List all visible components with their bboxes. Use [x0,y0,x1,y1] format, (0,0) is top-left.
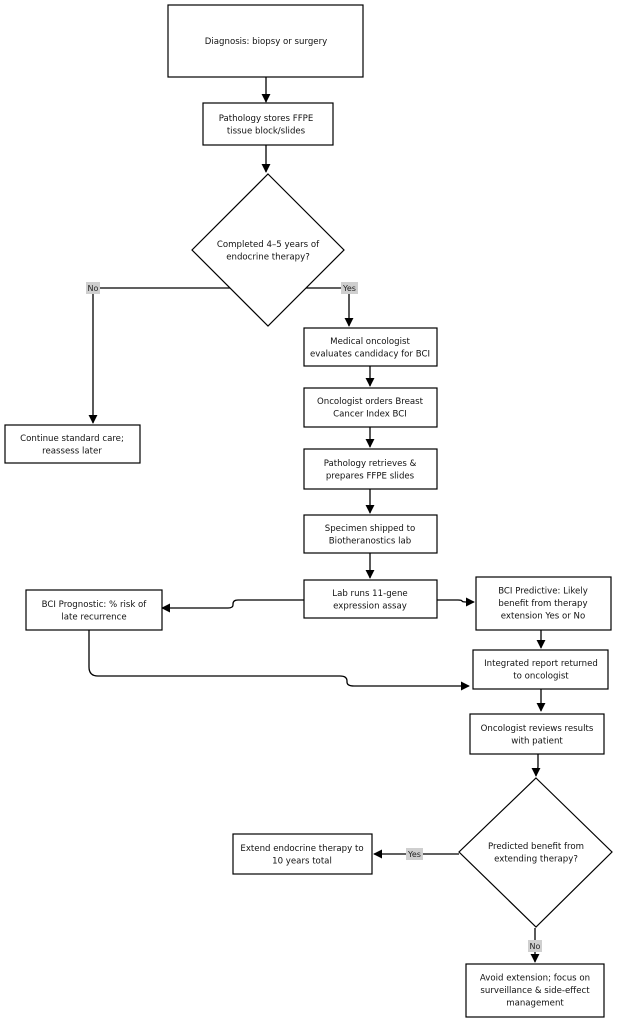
node-label-line: Lab runs 11-gene [332,589,407,599]
edge-label-no: No [86,282,100,294]
node-label-line: evaluates candidacy for BCI [310,349,430,359]
edge-lab-to-predictive [437,597,475,607]
node-pathology-stores: Pathology stores FFPE tissue block/slides [202,102,334,146]
node-label-line: Continue standard care; [20,434,124,444]
node-label-line: Biotheranostics lab [329,536,411,546]
node-label-line: Completed 4–5 years of [217,240,320,250]
node-label-line: expression assay [333,601,407,611]
node-label-line: benefit from therapy [498,599,587,609]
edge-decision-no [88,287,230,424]
edge-label-yes: Yes [341,282,358,294]
node-integrated-report: Integrated report returned to oncologist [472,649,609,690]
node-label-line: tissue block/slides [227,126,306,136]
node-label-line: extension Yes or No [501,612,585,622]
node-label-line: 10 years total [272,856,332,866]
node-label-line: Avoid extension; focus on [480,974,590,984]
node-label-line: Oncologist reviews results [481,724,594,734]
node-lab-assay: Lab runs 11-gene expression assay [303,579,438,619]
svg-text:No: No [88,284,99,293]
node-extend-therapy: Extend endocrine therapy to 10 years tota… [232,833,373,875]
node-label-line: BCI Predictive: Likely [498,587,588,597]
node-label-line: endocrine therapy? [226,252,310,262]
node-label-line: surveillance & side-effect [480,986,590,996]
node-label-line: Oncologist orders Breast [317,397,424,407]
node-bci-predictive: BCI Predictive: Likely benefit from thera… [475,576,612,631]
edge-label-no: No [528,940,542,952]
node-label-line: Specimen shipped to [325,524,415,534]
node-label-line: prepares FFPE slides [326,471,415,481]
node-label-line: extending therapy? [494,854,578,864]
edge-review-to-decision [531,754,541,777]
node-label-line: Integrated report returned [484,659,598,669]
node-oncologist-reviews: Oncologist reviews results with patient [469,713,605,755]
node-label-line: Pathology retrieves & [324,459,417,469]
node-label-line: Pathology stores FFPE [219,114,314,124]
node-pathology-retrieves: Pathology retrieves & prepares FFPE slide… [303,448,438,490]
svg-text:Yes: Yes [342,284,356,293]
node-label-line: management [506,999,564,1009]
node-specimen-shipped: Specimen shipped to Biotheranostics lab [303,514,438,554]
edge-prognostic-to-report [88,630,470,691]
node-avoid-extension: Avoid extension; focus on surveillance & … [465,963,605,1018]
node-label-line: BCI Prognostic: % risk of [42,600,148,610]
node-label-line: Predicted benefit from [488,842,584,852]
svg-text:Yes: Yes [407,850,421,859]
node-predicted-benefit-decision: Predicted benefit from extending therapy? [458,777,613,928]
node-oncologist-evaluates: Medical oncologist evaluates candidacy fo… [303,327,438,367]
node-label-line: with patient [511,736,563,746]
node-label-line: reassess later [42,446,102,456]
node-continue-standard-care: Continue standard care; reassess later [4,424,141,464]
svg-text:No: No [530,942,541,951]
node-label-line: Medical oncologist [330,337,410,347]
node-completed-therapy-decision: Completed 4–5 years of endocrine therapy? [191,173,345,327]
node-label-line: to oncologist [513,671,569,681]
node-label-line: Extend endocrine therapy to [240,844,363,854]
edge-label-yes: Yes [406,848,423,860]
node-label-line: Cancer Index BCI [333,409,407,419]
node-label-line: late recurrence [61,612,126,622]
node-diagnosis: Diagnosis: biopsy or surgery [167,4,364,78]
edge-lab-to-prognostic [161,599,304,613]
node-label-line: Diagnosis: biopsy or surgery [205,37,327,47]
node-bci-prognostic: BCI Prognostic: % risk of late recurrence [25,589,163,631]
